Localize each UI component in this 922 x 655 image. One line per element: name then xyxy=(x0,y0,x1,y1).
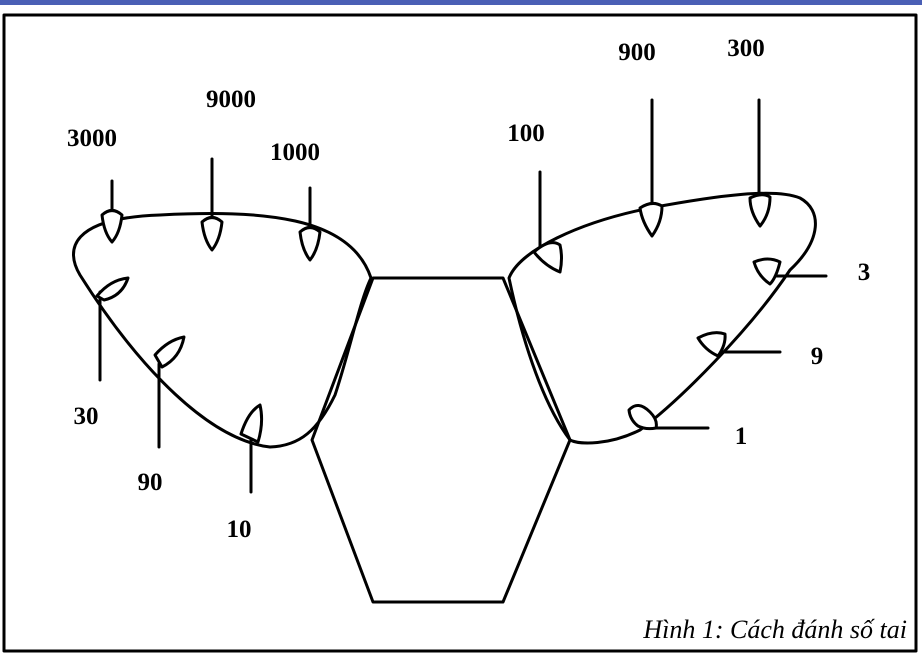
label-900: 900 xyxy=(618,39,656,66)
label-3000: 3000 xyxy=(67,125,117,152)
notch-mark-3 xyxy=(752,257,828,286)
head-shape xyxy=(310,276,572,604)
notch-mark-90 xyxy=(153,335,186,449)
label-9000: 9000 xyxy=(206,86,256,113)
label-30: 30 xyxy=(74,403,99,430)
label-1000: 1000 xyxy=(270,139,320,166)
notch-mark-3000 xyxy=(100,179,124,244)
label-9: 9 xyxy=(811,343,824,370)
frame-border xyxy=(2,13,918,653)
label-100: 100 xyxy=(507,120,545,147)
notch-mark-300 xyxy=(748,98,772,228)
label-10: 10 xyxy=(227,516,252,543)
notch-mark-30 xyxy=(95,276,130,382)
label-1: 1 xyxy=(735,423,748,450)
notch-mark-9 xyxy=(696,331,782,358)
label-3: 3 xyxy=(858,259,871,286)
notch-mark-10 xyxy=(239,403,264,494)
notch-mark-1000 xyxy=(298,186,322,262)
notch-mark-9000 xyxy=(200,157,224,252)
left-ear-shape xyxy=(72,212,373,449)
label-90: 90 xyxy=(138,469,163,496)
top-accent-bar xyxy=(0,0,922,5)
figure-caption: Hình 1: Cách đánh số tai xyxy=(642,615,907,644)
notch-mark-900 xyxy=(638,98,664,238)
label-300: 300 xyxy=(727,35,765,62)
notch-mark-1 xyxy=(627,404,710,431)
notch-mark-100 xyxy=(532,170,563,274)
